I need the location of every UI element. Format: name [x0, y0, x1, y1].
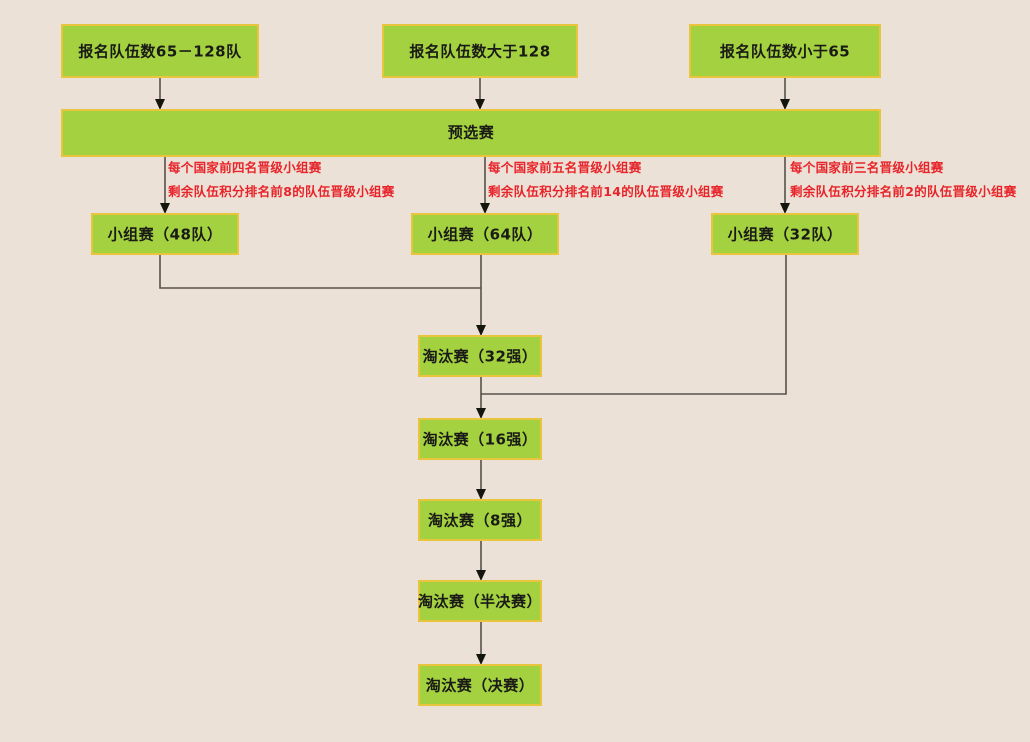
node-entry-65-128[interactable]: 报名队伍数65－128队 [61, 24, 259, 78]
node-label-ko-8: 淘汰赛（8强） [427, 512, 532, 530]
node-entry-lt-65[interactable]: 报名队伍数小于65 [689, 24, 881, 78]
edge-prelim-group32 [780, 156, 790, 214]
node-entry-gt-128[interactable]: 报名队伍数大于128 [382, 24, 578, 78]
edge-entrylt65-prelim [780, 77, 790, 110]
edge-prelim-group48 [160, 156, 170, 214]
node-ko-8[interactable]: 淘汰赛（8强） [418, 499, 542, 541]
annotation-left: 每个国家前四名晋级小组赛 剩余队伍积分排名前8的队伍晋级小组赛 [168, 160, 395, 199]
node-label-ko-semi: 淘汰赛（半决赛） [417, 593, 542, 611]
node-label-ko-32: 淘汰赛（32强） [422, 348, 538, 366]
edge-semi-final [476, 621, 486, 665]
node-label-group-48: 小组赛（48队） [108, 226, 223, 244]
node-label-group-64: 小组赛（64队） [428, 226, 543, 244]
node-label-prelim: 预选赛 [448, 124, 495, 142]
node-ko-final[interactable]: 淘汰赛（决赛） [418, 664, 542, 706]
edge-group48-ko32 [159, 254, 481, 289]
nodes-layer: 报名队伍数65－128队 报名队伍数大于128 报名队伍数小于65 预选赛 小组… [61, 24, 881, 706]
node-group-48[interactable]: 小组赛（48队） [91, 213, 239, 255]
node-label-ko-final: 淘汰赛（决赛） [425, 677, 535, 695]
annotation-right: 每个国家前三名晋级小组赛 剩余队伍积分排名前2的队伍晋级小组赛 [790, 160, 1017, 199]
edge-ko16-ko8 [476, 459, 486, 500]
node-label-entry-gt-128: 报名队伍数大于128 [409, 43, 550, 61]
node-ko-32[interactable]: 淘汰赛（32强） [418, 335, 542, 377]
node-group-64[interactable]: 小组赛（64队） [411, 213, 559, 255]
edge-ko32-ko16 [476, 376, 486, 419]
edges-layer [155, 77, 790, 665]
node-label-entry-65-128: 报名队伍数65－128队 [78, 43, 242, 61]
annotations-layer: 每个国家前四名晋级小组赛 剩余队伍积分排名前8的队伍晋级小组赛 每个国家前五名晋… [168, 160, 1017, 199]
node-prelim[interactable]: 预选赛 [61, 109, 881, 157]
edge-group64-ko32 [476, 254, 486, 336]
node-ko-16[interactable]: 淘汰赛（16强） [418, 418, 542, 460]
node-label-ko-16: 淘汰赛（16强） [422, 431, 538, 449]
annotation-right-line-2: 剩余队伍积分排名前2的队伍晋级小组赛 [790, 184, 1017, 199]
annotation-left-line-1: 每个国家前四名晋级小组赛 [168, 160, 322, 175]
annotation-left-line-2: 剩余队伍积分排名前8的队伍晋级小组赛 [168, 184, 395, 199]
node-ko-semi[interactable]: 淘汰赛（半决赛） [417, 580, 542, 622]
annotation-center-line-1: 每个国家前五名晋级小组赛 [488, 160, 642, 175]
node-group-32[interactable]: 小组赛（32队） [711, 213, 859, 255]
edge-entry128-prelim [475, 77, 485, 110]
node-label-entry-lt-65: 报名队伍数小于65 [720, 43, 850, 61]
edge-ko8-semi [476, 540, 486, 581]
annotation-center: 每个国家前五名晋级小组赛 剩余队伍积分排名前14的队伍晋级小组赛 [488, 160, 724, 199]
edge-entry65-prelim [155, 77, 165, 110]
annotation-center-line-2: 剩余队伍积分排名前14的队伍晋级小组赛 [488, 184, 724, 199]
node-label-group-32: 小组赛（32队） [728, 226, 843, 244]
annotation-right-line-1: 每个国家前三名晋级小组赛 [790, 160, 944, 175]
edge-prelim-group64 [480, 156, 490, 214]
edge-group32-ko16 [481, 254, 787, 395]
